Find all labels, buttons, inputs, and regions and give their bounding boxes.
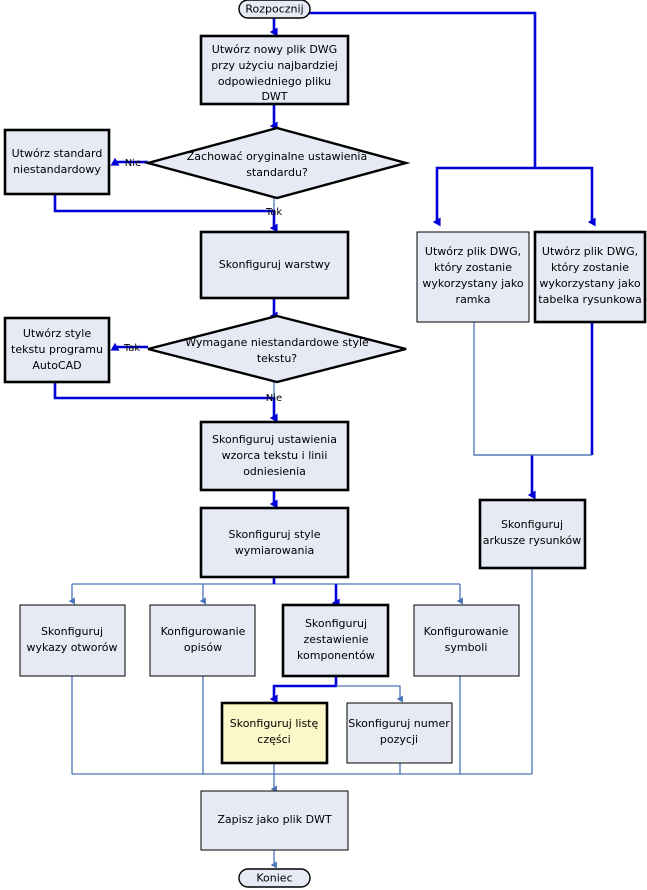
node-dwg-titleblock-line2: który zostanie	[551, 261, 629, 274]
node-hole-tables-line2: wykazy otworów	[27, 641, 118, 654]
node-create-dwg[interactable]: Utwórz nowy plik DWG przy użyciu najbard…	[199, 34, 350, 106]
node-create-text-styles[interactable]: Utwórz style tekstu programu AutoCAD	[3, 316, 111, 384]
node-end[interactable]: Koniec	[238, 868, 311, 888]
node-create-dwg-line3: odpowiedniego pliku	[218, 75, 331, 88]
node-balloon-line1: Skonfiguruj numer	[348, 717, 450, 730]
node-create-dwg-line2: przy użyciu najbardziej	[211, 59, 338, 72]
node-configure-dim-styles-line2: wymiarowania	[235, 544, 315, 557]
edge-label-standard-yes: Tak	[265, 207, 283, 218]
edge-start-to-dwg-titleblock	[535, 166, 596, 227]
edge-label-text-no: Nie	[266, 393, 282, 404]
node-create-text-styles-line2: tekstu programu	[11, 343, 103, 356]
node-dwg-titleblock-line1: Utwórz plik DWG,	[542, 245, 638, 258]
edge-label-standard-no: Nie	[125, 158, 141, 169]
node-symbols-line2: symboli	[445, 641, 488, 654]
node-start[interactable]: Rozpocznij	[238, 0, 311, 19]
node-dwg-titleblock-line4: tabelka rysunkowa	[538, 293, 641, 306]
node-decision-standard[interactable]: Zachować oryginalne ustawienia standardu…	[143, 126, 411, 200]
node-decision-text-styles[interactable]: Wymagane niestandardowe style tekstu?	[147, 314, 407, 384]
node-configure-text-leader-line3: odniesienia	[243, 465, 306, 478]
node-configure-layers[interactable]: Skonfiguruj warstwy	[199, 230, 350, 300]
node-hole-tables[interactable]: Skonfiguruj wykazy otworów	[19, 604, 126, 677]
node-configure-text-leader-line2: wzorca tekstu i linii	[222, 449, 328, 462]
edge-text-styles-to-leader	[53, 382, 278, 423]
node-decision-standard-line1: Zachować oryginalne ustawienia	[187, 150, 367, 163]
node-create-text-styles-line3: AutoCAD	[32, 359, 81, 372]
node-end-label: Koniec	[256, 872, 292, 885]
node-annotations-line1: Konfigurowanie	[161, 625, 246, 638]
node-custom-standard[interactable]: Utwórz standard niestandardowy	[3, 128, 111, 196]
node-configure-text-leader[interactable]: Skonfiguruj ustawienia wzorca tekstu i l…	[199, 420, 350, 492]
node-dwg-border[interactable]: Utwórz plik DWG, który zostanie wykorzys…	[416, 231, 530, 323]
edge-label-text-yes: Tak	[123, 343, 141, 354]
node-decision-text-line2: tekstu?	[257, 352, 297, 365]
node-balloon-line2: pozycji	[380, 733, 418, 746]
node-configure-layers-label: Skonfiguruj warstwy	[219, 258, 331, 271]
edge-bom-to-parts-list	[269, 674, 338, 704]
node-decision-standard-line2: standardu?	[246, 166, 308, 179]
node-dwg-titleblock-line3: wykorzystany jako	[539, 277, 641, 290]
node-dwg-border-line3: wykorzystany jako	[422, 277, 524, 290]
node-create-text-styles-line1: Utwórz style	[23, 327, 91, 340]
node-configure-dim-styles-line1: Skonfiguruj style	[229, 528, 321, 541]
node-decision-text-line1: Wymagane niestandardowe style	[185, 336, 369, 349]
node-symbols[interactable]: Konfigurowanie symboli	[413, 604, 520, 677]
edge-border-join	[473, 322, 592, 456]
node-parts-list[interactable]: Skonfiguruj listę części	[220, 701, 329, 765]
node-dwg-titleblock[interactable]: Utwórz plik DWG, który zostanie wykorzys…	[533, 230, 647, 324]
node-annotations[interactable]: Konfigurowanie opisów	[149, 604, 256, 677]
node-dwg-border-line1: Utwórz plik DWG,	[425, 245, 521, 258]
node-parts-list-line2: części	[257, 733, 290, 746]
node-create-dwg-line1: Utwórz nowy plik DWG	[212, 43, 337, 56]
node-annotations-line2: opisów	[184, 641, 222, 654]
node-save-dwt-label: Zapisz jako plik DWT	[217, 813, 332, 826]
node-parts-list-line1: Skonfiguruj listę	[230, 717, 319, 730]
node-hole-tables-line1: Skonfiguruj	[41, 625, 103, 638]
node-balloon[interactable]: Skonfiguruj numer pozycji	[346, 702, 453, 764]
edge-custom-standard-to-layers	[53, 194, 278, 233]
node-configure-dim-styles[interactable]: Skonfiguruj style wymiarowania	[199, 506, 350, 579]
node-start-label: Rozpocznij	[245, 3, 303, 16]
node-save-dwt[interactable]: Zapisz jako plik DWT	[200, 790, 349, 851]
node-dwg-border-line4: ramka	[456, 293, 491, 306]
node-bom-line1: Skonfiguruj	[305, 617, 367, 630]
node-configure-sheets-line2: arkusze rysunków	[483, 534, 581, 547]
node-bom-line3: komponentów	[297, 649, 375, 662]
node-configure-text-leader-line1: Skonfiguruj ustawienia	[212, 433, 337, 446]
node-custom-standard-line2: niestandardowy	[13, 163, 101, 176]
node-bom-line2: zestawienie	[304, 633, 369, 646]
node-create-dwg-line4: DWT	[261, 90, 287, 103]
node-custom-standard-line1: Utwórz standard	[12, 147, 103, 160]
node-symbols-line1: Konfigurowanie	[424, 625, 509, 638]
edge-bom-to-balloon	[336, 685, 403, 703]
node-dwg-border-line2: który zostanie	[434, 261, 512, 274]
node-configure-sheets[interactable]: Skonfiguruj arkusze rysunków	[478, 498, 587, 570]
node-bom[interactable]: Skonfiguruj zestawienie komponentów	[281, 603, 390, 678]
node-configure-sheets-line1: Skonfiguruj	[501, 518, 563, 531]
